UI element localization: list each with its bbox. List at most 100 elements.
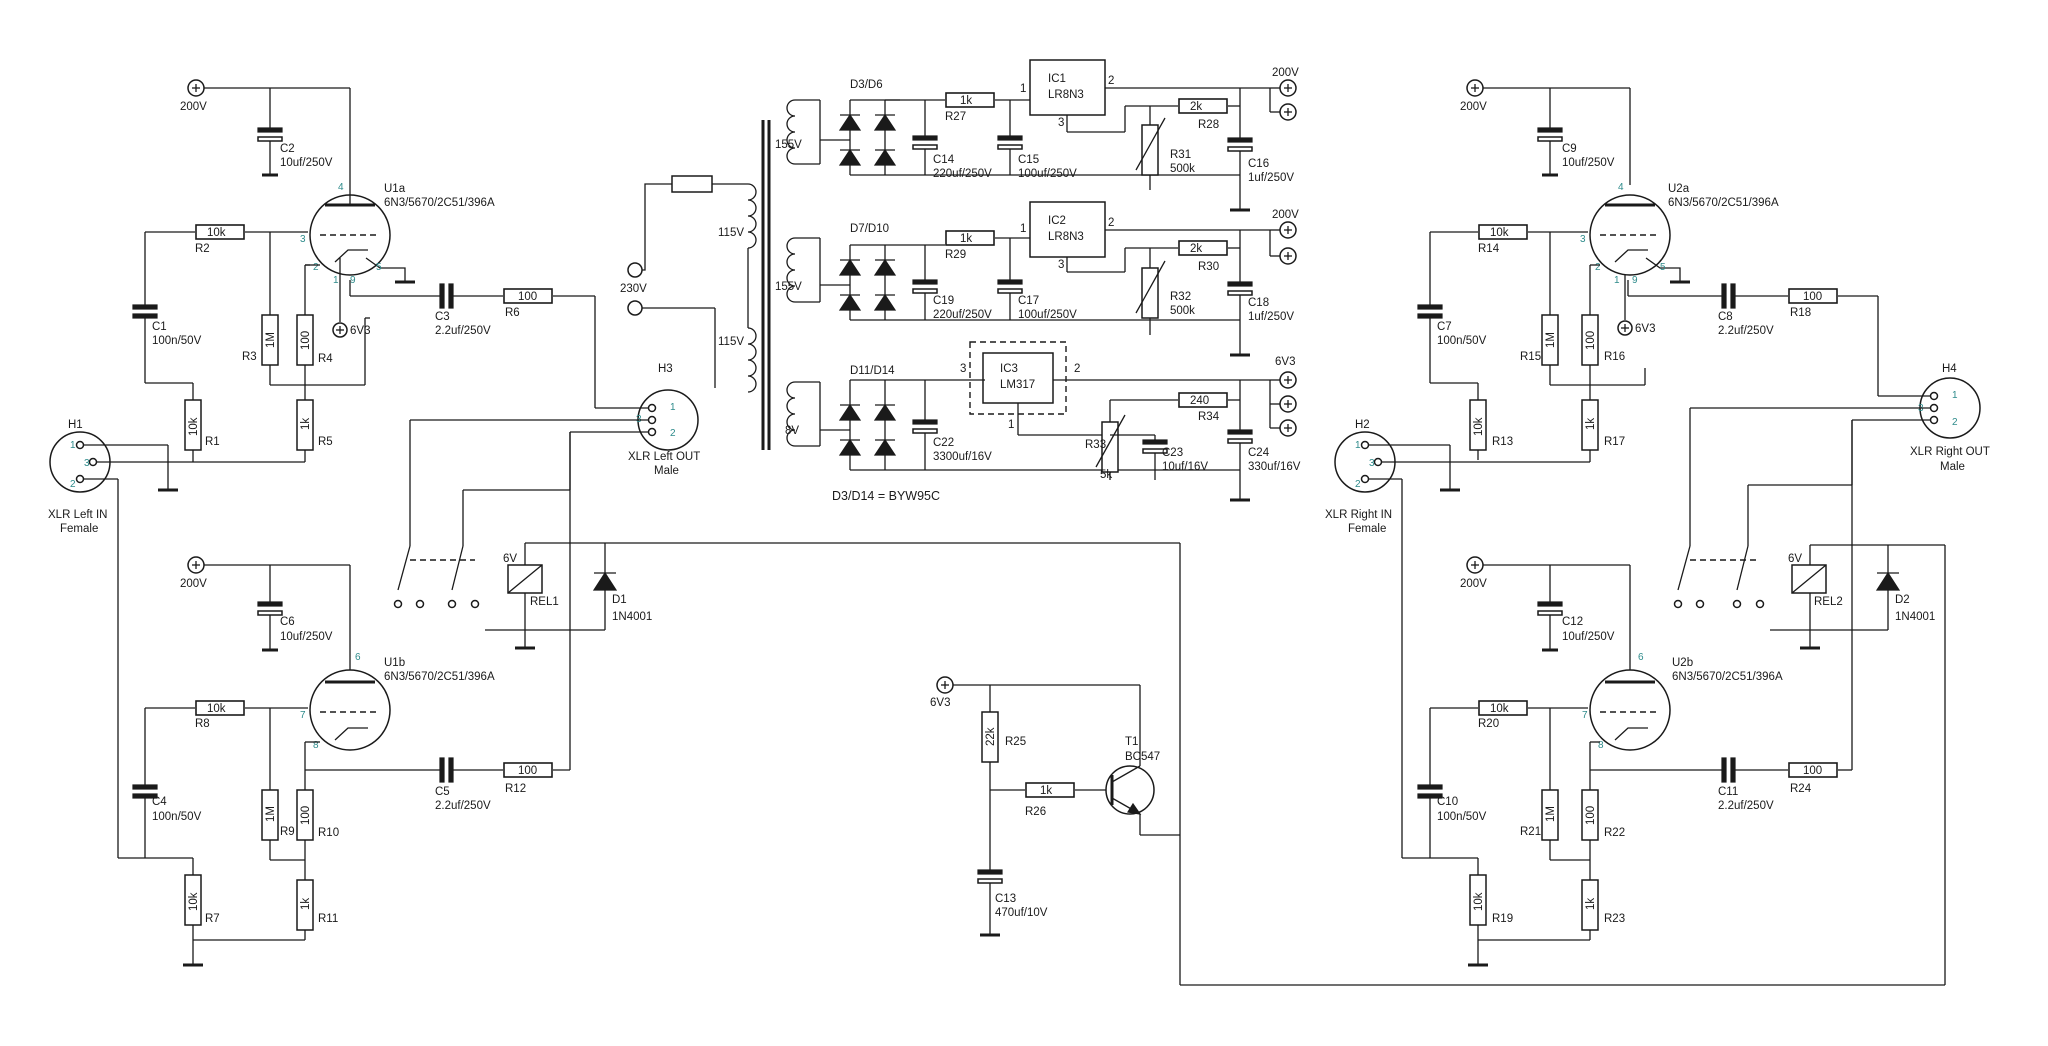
- r17-name: R17: [1604, 436, 1625, 448]
- c13-value: 470uf/10V: [995, 907, 1048, 919]
- r11-value: 1k: [300, 898, 312, 910]
- u2a-pin4: 4: [1618, 182, 1624, 193]
- c16-value: 1uf/250V: [1248, 172, 1294, 184]
- u1a-pin1: 1: [333, 275, 339, 286]
- u2b-pin6: 6: [1638, 652, 1644, 663]
- r27-value: 1k: [960, 95, 972, 107]
- c9-name: C9: [1562, 143, 1577, 155]
- relay-rel2: 6V REL2 D2 1N4001: [1673, 408, 1945, 770]
- r7-name: R7: [205, 913, 220, 925]
- c1-name: C1: [152, 321, 167, 333]
- u1a-type: 6N3/5670/2C51/396A: [384, 197, 495, 209]
- r14-name: R14: [1478, 243, 1500, 255]
- xlr-h4-connector[interactable]: 1 3 2 H4 XLR Right OUT Male: [1690, 363, 1990, 473]
- rel1-coil: 6V: [503, 553, 517, 565]
- c24-name: C24: [1248, 447, 1270, 459]
- u1a-pin9: 9: [350, 275, 356, 286]
- xlr-h2-connector[interactable]: 1 3 2 H2 XLR Right IN Female: [1325, 419, 1460, 858]
- ic2-pin2: 2: [1108, 217, 1114, 229]
- rel2-name: REL2: [1814, 596, 1843, 608]
- c6-name: C6: [280, 616, 295, 628]
- u2b-name: U2b: [1672, 657, 1693, 669]
- c9-value: 10uf/250V: [1562, 157, 1615, 169]
- h1-pin3: 3: [84, 458, 90, 469]
- h4-caption1: XLR Right OUT: [1910, 446, 1990, 458]
- r24-name: R24: [1790, 783, 1812, 795]
- r32-value: 500k: [1170, 305, 1195, 317]
- h3-pin2: 2: [670, 428, 676, 439]
- u2a-pin1: 1: [1614, 275, 1620, 286]
- h3-name: H3: [658, 363, 673, 375]
- h4-pin1: 1: [1952, 390, 1958, 401]
- h3-pin1: 1: [670, 402, 676, 413]
- r3-value: 1M: [265, 332, 277, 348]
- c16-name: C16: [1248, 158, 1269, 170]
- ic3-name: IC3: [1000, 363, 1018, 375]
- h1-pin1: 1: [70, 440, 76, 451]
- c14-name: C14: [933, 154, 955, 166]
- r13-value: 10k: [1473, 417, 1485, 436]
- rail-label: 200V: [1460, 578, 1487, 590]
- c22-value: 3300uf/16V: [933, 451, 992, 463]
- r9-value: 1M: [265, 806, 277, 822]
- u1b-pin6: 6: [355, 652, 361, 663]
- r16-value: 100: [1585, 331, 1597, 350]
- u2a-pin5: 5: [1660, 262, 1666, 273]
- mains-label: 230V: [620, 283, 647, 295]
- u2a-type: 6N3/5670/2C51/396A: [1668, 197, 1779, 209]
- u1a-name: U1a: [384, 183, 406, 195]
- ic1-pin3: 3: [1058, 117, 1064, 129]
- c7-value: 100n/50V: [1437, 335, 1487, 347]
- d1-type: 1N4001: [612, 611, 652, 623]
- ic2-pin3: 3: [1058, 259, 1064, 271]
- r32-name: R32: [1170, 291, 1191, 303]
- c11-name: C11: [1718, 786, 1738, 798]
- ic1-type: LR8N3: [1048, 89, 1084, 101]
- bridge3-label: D11/D14: [850, 365, 895, 377]
- h2-pin1: 1: [1355, 440, 1361, 451]
- xlr-h3-connector[interactable]: 1 3 2 H3 XLR Left OUT Male: [410, 363, 700, 477]
- h2-caption2: Female: [1348, 523, 1386, 535]
- c18-value: 1uf/250V: [1248, 311, 1294, 323]
- r16-name: R16: [1604, 351, 1625, 363]
- left-channel-top: 200V C2 10uf/250V 4 3 2 1 9 5 U1a 6N3/56…: [115, 79, 596, 463]
- r13-name: R13: [1492, 436, 1513, 448]
- xlr-h1-connector[interactable]: 1 3 2 H1 XLR Left IN Female: [48, 419, 178, 858]
- c17-name: C17: [1018, 295, 1039, 307]
- c10-value: 100n/50V: [1437, 811, 1487, 823]
- c1-value: 100n/50V: [152, 335, 202, 347]
- d1-name: D1: [612, 594, 627, 606]
- ic3-pin3: 3: [960, 363, 966, 375]
- bridge-note: D3/D14 = BYW95C: [832, 489, 940, 503]
- r22-value: 100: [1585, 806, 1597, 825]
- left-channel-bottom: 200V C6 10uf/250V 6 7 8 U1b 6N3/5670/2C5…: [118, 556, 571, 967]
- d2-name: D2: [1895, 594, 1910, 606]
- u2a-pin2: 2: [1595, 262, 1601, 273]
- c23-value: 10uf/16V: [1162, 461, 1208, 473]
- ic2-type: LR8N3: [1048, 231, 1084, 243]
- r7-value: 10k: [188, 892, 200, 911]
- r17-value: 1k: [1585, 418, 1597, 430]
- c4-name: C4: [152, 796, 167, 808]
- u1a-pin2: 2: [313, 262, 319, 273]
- u1a-pin5: 5: [376, 262, 382, 273]
- r9-name: R9: [280, 826, 295, 838]
- c2-name: C2: [280, 143, 295, 155]
- u1b-pin7: 7: [300, 710, 306, 721]
- c22-name: C22: [933, 437, 954, 449]
- r4-value: 100: [300, 331, 312, 350]
- u2a-pin3: 3: [1580, 234, 1586, 245]
- h4-caption2: Male: [1940, 461, 1965, 473]
- relay-rel1: 6V REL1 D1 1N4001: [393, 420, 1181, 985]
- r28-value: 2k: [1190, 101, 1202, 113]
- r33-value: 5k: [1100, 469, 1112, 481]
- c8-value: 2.2uf/250V: [1718, 325, 1774, 337]
- psu-out2-label: 200V: [1272, 209, 1299, 221]
- h1-caption2: Female: [60, 523, 98, 535]
- r20-value: 10k: [1490, 703, 1509, 715]
- r2-name: R2: [195, 243, 210, 255]
- ic2-pin1: 1: [1020, 223, 1026, 235]
- h4-name: H4: [1942, 363, 1957, 375]
- u2b-type: 6N3/5670/2C51/396A: [1672, 671, 1783, 683]
- h2-pin2: 2: [1355, 479, 1361, 490]
